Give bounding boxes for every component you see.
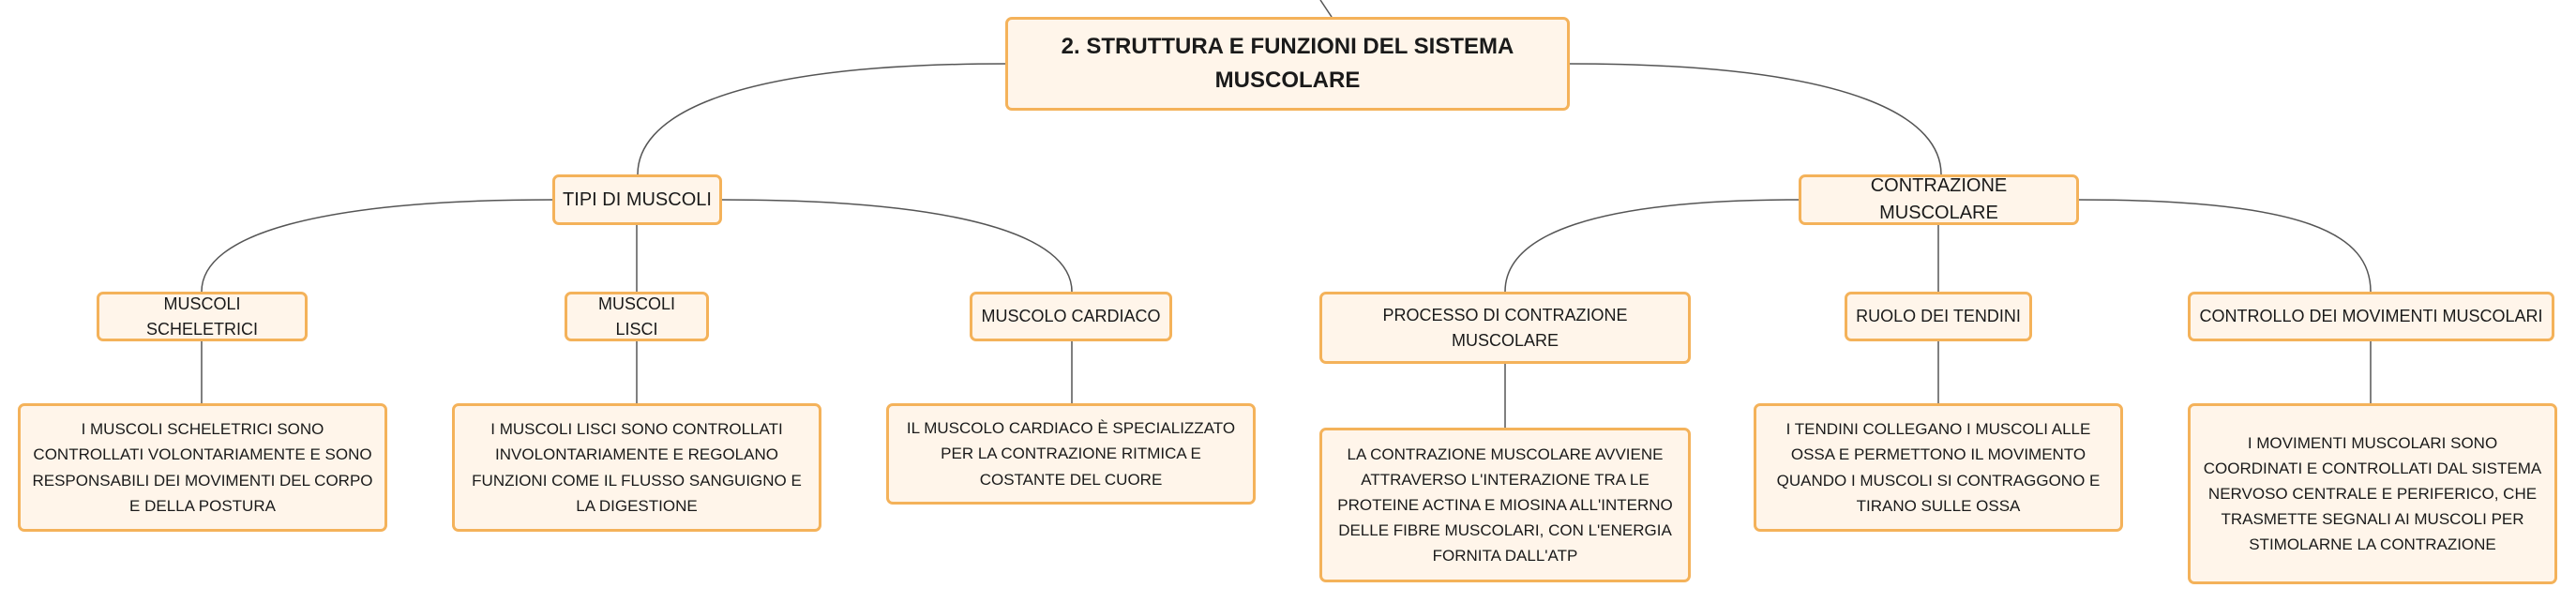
root-topic-label: 2. STRUTTURA E FUNZIONI DEL SISTEMA MUSC… [1061,34,1514,93]
subtopic-label: CONTROLLO DEI MOVIMENTI MUSCOLARI [2199,307,2543,326]
subtopic-label: RUOLO DEI TENDINI [1856,307,2021,326]
detail-text: LA CONTRAZIONE MUSCOLARE AVVIENE ATTRAVE… [1337,445,1673,565]
detail-text: IL MUSCOLO CARDIACO È SPECIALIZZATO PER … [906,419,1236,489]
detail-text: I MUSCOLI SCHELETRICI SONO CONTROLLATI V… [32,420,373,515]
detail-ruolo-dei-tendini[interactable]: I TENDINI COLLEGANO I MUSCOLI ALLE OSSA … [1754,403,2123,532]
root-topic[interactable]: 2. STRUTTURA E FUNZIONI DEL SISTEMA MUSC… [1005,17,1570,111]
subtopic-controllo-dei-movimenti[interactable]: CONTROLLO DEI MOVIMENTI MUSCOLARI [2188,292,2554,341]
connector-contrazione-processo [1504,199,1800,293]
detail-text: I MUSCOLI LISCI SONO CONTROLLATI INVOLON… [472,420,802,515]
detail-text: I MOVIMENTI MUSCOLARI SONO COORDINATI E … [2203,433,2542,554]
subtopic-processo-di-contrazione[interactable]: PROCESSO DI CONTRAZIONE MUSCOLARE [1319,292,1691,364]
subtopic-muscolo-cardiaco[interactable]: MUSCOLO CARDIACO [970,292,1172,341]
connector-tipi-cardiaco [721,199,1073,293]
topic-tipi-di-muscoli[interactable]: TIPI DI MUSCOLI [552,174,722,225]
detail-muscoli-scheletrici[interactable]: I MUSCOLI SCHELETRICI SONO CONTROLLATI V… [18,403,387,532]
subtopic-label: MUSCOLI SCHELETRICI [145,294,259,339]
connector-root-top [1319,0,1333,18]
detail-controllo-dei-movimenti[interactable]: I MOVIMENTI MUSCOLARI SONO COORDINATI E … [2188,403,2557,584]
topic-label: TIPI DI MUSCOLI [563,188,712,210]
topic-label: CONTRAZIONE MUSCOLARE [1870,175,2008,223]
subtopic-label: MUSCOLI LISCI [597,294,675,339]
subtopic-label: MUSCOLO CARDIACO [981,307,1161,326]
connector-root-tipi [637,63,1006,175]
detail-text: I TENDINI COLLEGANO I MUSCOLI ALLE OSSA … [1776,420,2101,515]
detail-muscoli-lisci[interactable]: I MUSCOLI LISCI SONO CONTROLLATI INVOLON… [452,403,821,532]
connector-root-contrazione [1569,63,1942,175]
subtopic-muscoli-scheletrici[interactable]: MUSCOLI SCHELETRICI [97,292,308,341]
topic-contrazione-muscolare[interactable]: CONTRAZIONE MUSCOLARE [1799,174,2079,225]
subtopic-label: PROCESSO DI CONTRAZIONE MUSCOLARE [1382,306,1628,350]
connector-tipi-scheletrici [201,199,553,293]
detail-processo-di-contrazione[interactable]: LA CONTRAZIONE MUSCOLARE AVVIENE ATTRAVE… [1319,428,1691,582]
detail-muscolo-cardiaco[interactable]: IL MUSCOLO CARDIACO È SPECIALIZZATO PER … [886,403,1256,505]
subtopic-ruolo-dei-tendini[interactable]: RUOLO DEI TENDINI [1845,292,2032,341]
connector-contrazione-controllo [2078,199,2372,293]
subtopic-muscoli-lisci[interactable]: MUSCOLI LISCI [565,292,709,341]
